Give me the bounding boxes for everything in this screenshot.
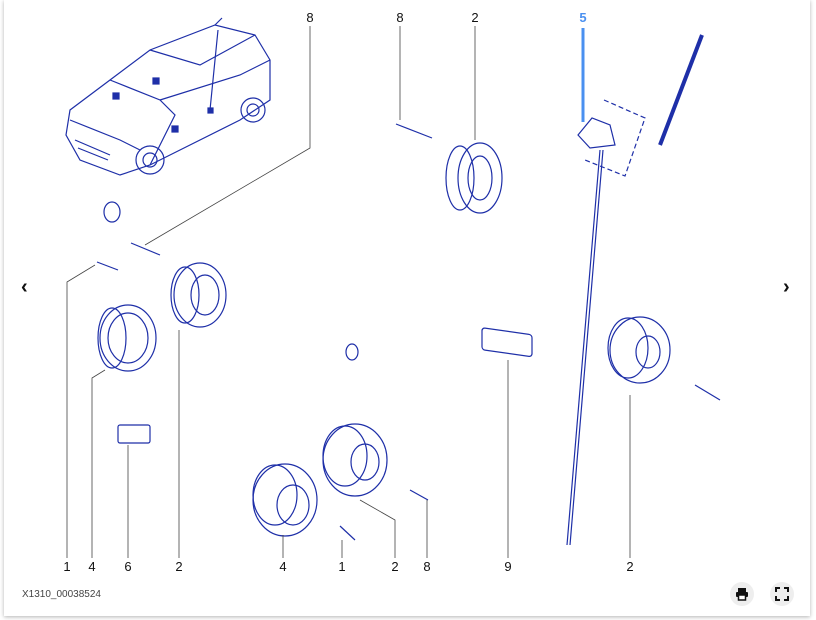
diagram-reference-code: X1310_00038524 bbox=[22, 589, 101, 600]
speaker-top bbox=[445, 142, 503, 214]
speaker-tweeter-left bbox=[170, 262, 227, 328]
callout-label[interactable]: 4 bbox=[88, 559, 96, 574]
callout-label[interactable]: 2 bbox=[175, 559, 183, 574]
callout-label[interactable]: 6 bbox=[124, 559, 132, 574]
callout-label-highlighted[interactable]: 5 bbox=[579, 10, 587, 25]
leader-lines bbox=[66, 26, 631, 558]
chevron-right-icon[interactable]: › bbox=[783, 276, 790, 298]
speaker-right bbox=[607, 316, 671, 384]
callout-label[interactable]: 1 bbox=[63, 559, 71, 574]
callout-label[interactable]: 8 bbox=[396, 10, 404, 25]
antenna bbox=[566, 34, 704, 546]
vehicle-illustration bbox=[65, 17, 271, 176]
callout-label[interactable]: 8 bbox=[423, 559, 431, 574]
speaker-bottom-b bbox=[322, 423, 388, 497]
amplifier-module bbox=[481, 327, 533, 357]
callout-label[interactable]: 2 bbox=[626, 559, 634, 574]
speaker-bottom-a bbox=[252, 463, 318, 537]
tweeter-small-2 bbox=[345, 343, 359, 361]
callout-label[interactable]: 2 bbox=[391, 559, 399, 574]
speaker-front-door-left bbox=[97, 304, 157, 372]
fullscreen-button[interactable] bbox=[770, 582, 794, 606]
callout-label[interactable]: 8 bbox=[306, 10, 314, 25]
callout-label[interactable]: 9 bbox=[504, 559, 512, 574]
callout-label[interactable]: 2 bbox=[471, 10, 479, 25]
callout-label[interactable]: 4 bbox=[279, 559, 287, 574]
screws bbox=[96, 123, 721, 541]
print-button[interactable] bbox=[730, 582, 754, 606]
chevron-left-icon[interactable]: ‹ bbox=[21, 276, 28, 298]
tweeter-small bbox=[103, 201, 121, 223]
connector-module bbox=[117, 424, 151, 444]
callout-label[interactable]: 1 bbox=[338, 559, 346, 574]
printer-icon bbox=[736, 588, 748, 601]
fullscreen-icon bbox=[775, 587, 789, 601]
